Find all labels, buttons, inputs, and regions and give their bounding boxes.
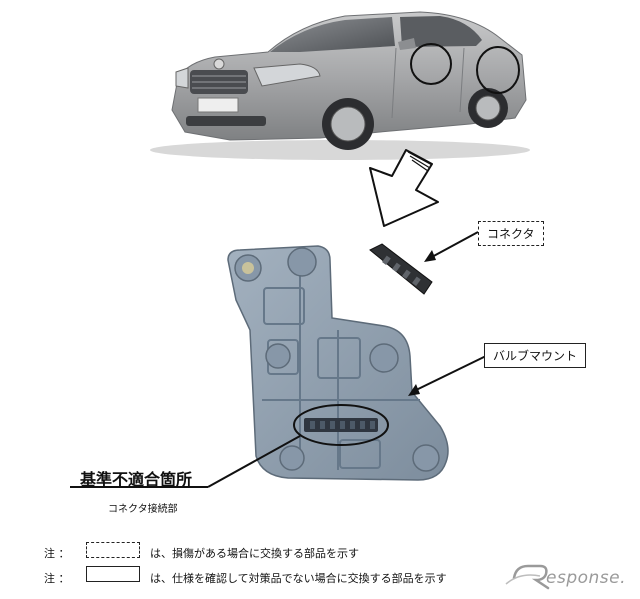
bulb-mount-label-text: バルブマウント <box>493 349 578 363</box>
car-bumper <box>186 116 266 126</box>
note-prefix-2: 注 ： <box>44 572 70 585</box>
car-shadow <box>150 140 530 160</box>
nonconforming-title: 基準不適合箇所 <box>80 470 193 489</box>
bulb-socket <box>369 343 399 373</box>
car-mirror <box>398 38 416 50</box>
solid-legend-box <box>86 566 140 582</box>
connector-area-highlight-ellipse <box>293 404 389 446</box>
dashed-legend-box <box>86 542 140 558</box>
car-emblem <box>213 58 225 70</box>
car-windshield <box>270 17 395 52</box>
bulb-mount-arrowhead <box>408 384 420 396</box>
connector-label: コネクタ <box>478 221 544 246</box>
car-side-window <box>400 16 482 47</box>
connector-label-text: コネクタ <box>487 227 535 241</box>
bulb-socket <box>287 247 317 277</box>
bulb-mount-label: バルブマウント <box>484 343 587 368</box>
connector-part <box>369 243 433 295</box>
nonconforming-subtitle: コネクタ接続部 <box>108 504 178 515</box>
door-handle-highlight-circle <box>410 43 452 85</box>
bulb-mount-leader-line <box>411 355 487 393</box>
bulb-socket <box>279 445 305 471</box>
response-logo-text: esponse. <box>546 568 627 588</box>
note-text-2: は、仕様を確認して対策品でない場合に交換する部品を示す <box>150 572 447 585</box>
leader-lines <box>70 231 487 488</box>
connector-leader-line <box>429 231 479 259</box>
car-photo <box>150 11 530 160</box>
note-prefix-1: 注 ： <box>44 547 70 560</box>
note-text-1: は、損傷がある場合に交換する部品を示す <box>150 547 359 560</box>
nonconforming-leader-line <box>207 435 301 488</box>
connector-arrowhead <box>424 250 436 262</box>
bulb-mount-part <box>227 245 449 481</box>
bulb-socket <box>265 343 291 369</box>
car-headlight-left <box>175 67 189 89</box>
car-headlight <box>253 63 321 87</box>
hollow-pointer-arrow <box>369 149 439 227</box>
bulb-socket <box>412 444 440 472</box>
rear-lamp-highlight-circle <box>476 46 520 94</box>
response-logo-mark <box>505 564 550 590</box>
car-plate <box>197 97 239 113</box>
